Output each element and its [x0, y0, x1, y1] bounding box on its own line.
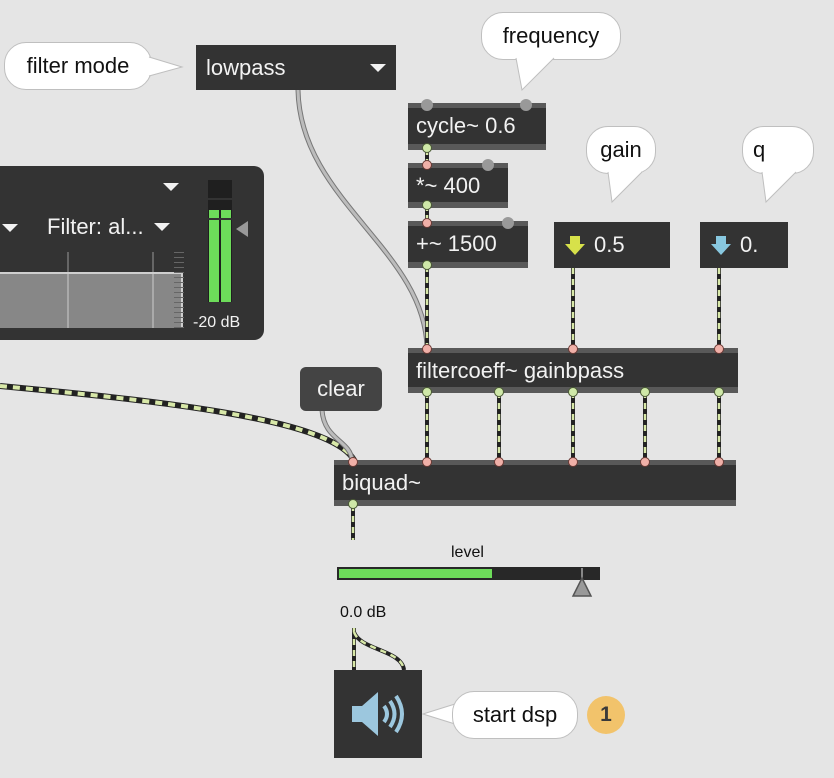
step-badge-number: 1 — [600, 703, 612, 726]
arrow-down-icon — [711, 236, 731, 255]
add-outlet[interactable] — [422, 260, 432, 270]
frequency-comment-text: frequency — [502, 23, 600, 48]
biquad-inlet-1[interactable] — [348, 457, 358, 467]
frequency-comment: frequency — [481, 12, 621, 60]
q-comment: q — [742, 126, 814, 174]
biquad-object[interactable]: biquad~ — [334, 460, 736, 506]
level-slider-label: level — [451, 544, 484, 561]
biquad-inlet-6[interactable] — [714, 457, 724, 467]
add-object-text: +~ 1500 — [416, 231, 497, 256]
add-inlet-left[interactable] — [422, 218, 432, 228]
gain-comment: gain — [586, 126, 656, 174]
filtercoeff-outlet-5[interactable] — [714, 387, 724, 397]
cycle-outlet[interactable] — [422, 143, 432, 153]
filtercoeff-object-text: filtercoeff~ gainbpass — [416, 358, 625, 383]
start-dsp-comment-tail — [422, 703, 456, 725]
filter-mode-value: lowpass — [206, 54, 286, 80]
multiply-object-text: *~ 400 — [416, 173, 481, 198]
chevron-down-icon — [370, 63, 386, 72]
filter-panel: Filter: al... -20 dB — [0, 166, 264, 340]
chevron-down-icon[interactable] — [163, 183, 179, 191]
q-comment-tail — [761, 170, 797, 204]
arrow-down-icon — [565, 236, 585, 255]
level-meter-right-bar — [221, 210, 231, 302]
cycle-object[interactable]: cycle~ 0.6 — [408, 103, 546, 150]
biquad-inlet-4[interactable] — [568, 457, 578, 467]
biquad-inlet-3[interactable] — [494, 457, 504, 467]
filter-mode-menu[interactable]: lowpass — [196, 45, 396, 90]
filtercoeff-outlet-4[interactable] — [640, 387, 650, 397]
filter-mode-comment-tail — [148, 56, 184, 77]
level-slider-fill — [339, 569, 492, 578]
step-badge: 1 — [587, 696, 625, 734]
cycle-inlet-right[interactable] — [520, 99, 532, 111]
biquad-outlet[interactable] — [348, 499, 358, 509]
gain-comment-tail — [607, 170, 643, 204]
multiply-outlet[interactable] — [422, 200, 432, 210]
gain-comment-text: gain — [600, 137, 642, 162]
level-meter-gridline — [208, 198, 232, 200]
filter-graph[interactable] — [0, 272, 183, 328]
start-dsp-comment-text: start dsp — [472, 702, 558, 727]
filter-graph-gridline — [67, 252, 69, 272]
level-meter-left-bar — [209, 210, 219, 302]
multiply-inlet-right[interactable] — [482, 159, 494, 171]
filtercoeff-inlet-1[interactable] — [422, 344, 432, 354]
level-meter — [208, 180, 232, 302]
q-number-value: 0. — [740, 232, 759, 257]
level-slider[interactable] — [337, 567, 600, 580]
filter-mode-comment: filter mode — [4, 42, 152, 90]
speaker-icon — [352, 692, 404, 736]
biquad-inlet-5[interactable] — [640, 457, 650, 467]
cycle-object-text: cycle~ 0.6 — [416, 113, 516, 138]
meter-pointer-icon[interactable] — [234, 220, 250, 238]
gain-number-value: 0.5 — [594, 232, 625, 257]
filter-type-label: Filter: al... — [47, 214, 144, 239]
cycle-inlet-left[interactable] — [421, 99, 433, 111]
add-inlet-right[interactable] — [502, 217, 514, 229]
level-slider-thumb[interactable] — [571, 568, 593, 598]
q-comment-text: q — [753, 137, 766, 162]
multiply-inlet-left[interactable] — [422, 160, 432, 170]
filtercoeff-inlet-3[interactable] — [714, 344, 724, 354]
level-meter-gridline — [208, 218, 232, 220]
filter-mode-comment-text: filter mode — [26, 53, 130, 78]
chevron-down-icon — [153, 223, 170, 231]
gain-number-box[interactable]: 0.5 — [554, 222, 670, 268]
multiply-object[interactable]: *~ 400 — [408, 163, 508, 208]
chevron-down-icon[interactable] — [2, 224, 18, 232]
biquad-object-text: biquad~ — [342, 470, 421, 495]
biquad-inlet-2[interactable] — [422, 457, 432, 467]
filtercoeff-outlet-3[interactable] — [568, 387, 578, 397]
frequency-comment-tail — [515, 56, 555, 92]
clear-message-text: clear — [317, 376, 365, 401]
filter-type-menu[interactable]: Filter: al... — [47, 214, 170, 240]
filtercoeff-outlet-2[interactable] — [494, 387, 504, 397]
dac-button[interactable] — [334, 670, 422, 758]
start-dsp-comment: start dsp — [452, 691, 578, 739]
filtercoeff-outlet-1[interactable] — [422, 387, 432, 397]
q-number-box[interactable]: 0. — [700, 222, 788, 268]
level-readout: 0.0 dB — [340, 604, 387, 621]
filter-graph-scale — [174, 252, 184, 328]
meter-db-label: -20 dB — [193, 314, 241, 331]
clear-message[interactable]: clear — [300, 367, 382, 411]
filtercoeff-inlet-2[interactable] — [568, 344, 578, 354]
filter-graph-gridline — [152, 252, 154, 272]
